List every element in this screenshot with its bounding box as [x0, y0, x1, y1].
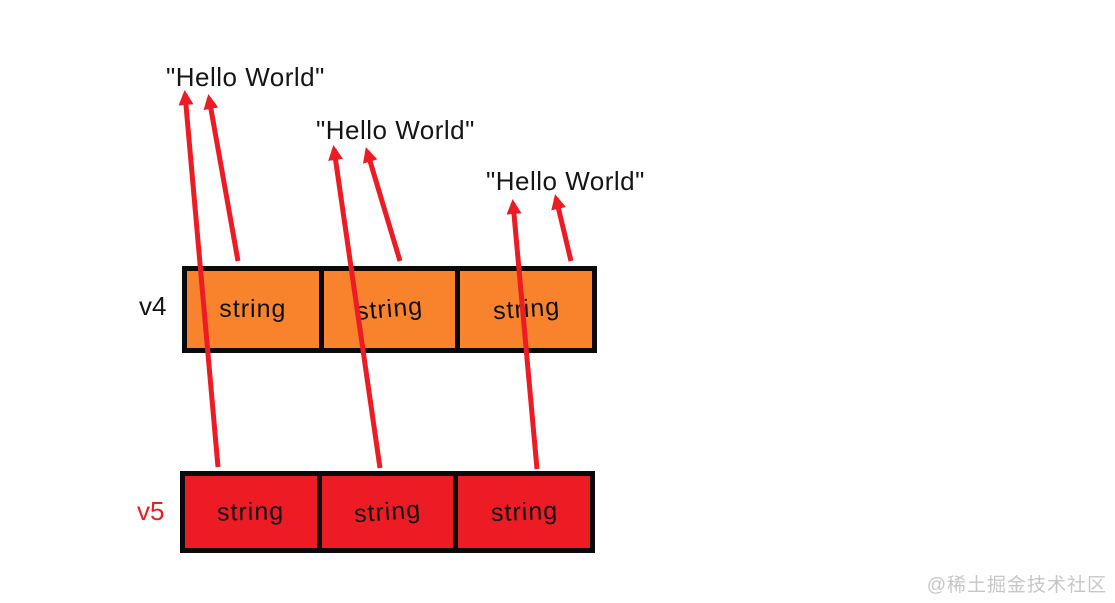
v4-cell-3-text: string [491, 292, 561, 326]
v4-cell-3: string [460, 271, 593, 348]
v5-cell-1-text: string [217, 496, 285, 527]
v4-cell-1: string [187, 271, 319, 348]
v4-array: string string string [182, 266, 597, 353]
v5-cell-3: string [458, 476, 591, 548]
string-literal-label-2: "Hello World" [316, 115, 475, 145]
v5-cell-1: string [185, 476, 317, 548]
arrow-v4-cell-2-to-hello-world-2 [362, 147, 403, 262]
arrow-v4-cell-3-to-hello-world-3 [551, 194, 574, 262]
v4-cell-2-text: string [354, 292, 425, 326]
v5-array: string string string [180, 471, 595, 553]
string-literal-label-3: "Hello World" [486, 166, 645, 196]
v5-label: v5 [137, 496, 165, 526]
v4-label: v4 [139, 291, 167, 321]
v5-cell-3-text: string [490, 496, 559, 527]
v4-cell-2: string [323, 271, 456, 348]
arrow-v4-cell-1-to-hello-world-1 [203, 94, 241, 262]
string-literal-label-1: "Hello World" [166, 62, 325, 92]
v4-cell-1-text: string [219, 295, 287, 323]
watermark: @稀土掘金技术社区 [926, 575, 1107, 596]
v5-cell-2-text: string [353, 495, 422, 528]
v5-cell-2: string [321, 476, 454, 548]
